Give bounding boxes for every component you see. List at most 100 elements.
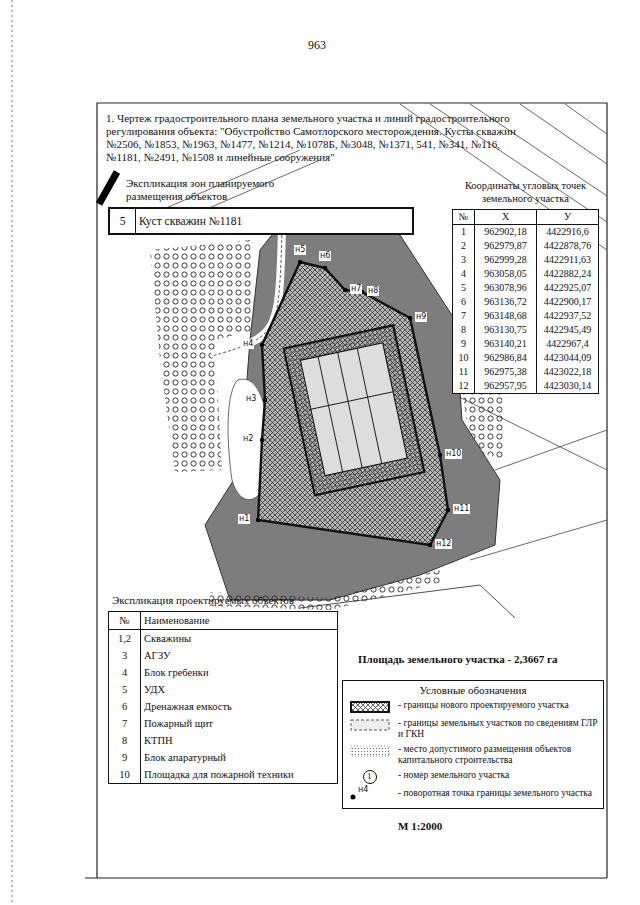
legend-row: - границы земельных участков по сведения… (348, 718, 598, 740)
table-cell: УДХ (141, 681, 337, 698)
well-pad (284, 325, 425, 495)
pointer-line (300, 585, 480, 608)
table-cell: 4423030,14 (537, 379, 598, 393)
table-cell: № (109, 612, 141, 630)
table-cell: 5 (109, 681, 141, 698)
table-cell: 4422878,76 (537, 239, 598, 253)
table-cell: 962979,87 (475, 239, 537, 253)
road-line (565, 104, 607, 134)
table-cell: 4422967,4 (537, 337, 598, 351)
table-cell: 4422937,52 (537, 309, 598, 323)
table-cell: 1 (453, 225, 475, 239)
legend-sample: 1 (348, 770, 394, 784)
table-cell: Блок гребенки (141, 664, 337, 681)
turn-point (438, 453, 442, 457)
legend-row: - место допустимого размещения объектов … (348, 744, 598, 766)
coordinates-table: Координаты угловых точек земельного учас… (452, 180, 599, 394)
land-plot-hatch (258, 262, 448, 545)
sheet-frame (97, 103, 607, 878)
scale-note: М 1:2000 (398, 820, 442, 833)
legend-sample (348, 744, 394, 758)
turn-point (428, 543, 432, 547)
dotted-sample (351, 746, 389, 756)
legend-sample-svg (348, 788, 394, 802)
table-cell: 1,2 (109, 630, 141, 647)
turn-point-number: н11 (453, 504, 470, 514)
turn-point-sample: н4 (358, 785, 368, 795)
table-cell: Пожарный щит (141, 715, 337, 732)
table-cell: У (537, 210, 598, 225)
legend-text: - границы земельных участков по сведения… (398, 718, 598, 740)
turn-point (260, 343, 264, 347)
legend-text: - номер земельного участка (398, 770, 598, 781)
table-cell: 3 (109, 647, 141, 664)
turn-point (263, 398, 267, 402)
objects-heading: Экспликация проектируемых объектов (108, 594, 338, 607)
turn-point-number: н2 (242, 434, 254, 444)
corner-bar (99, 172, 117, 204)
table-cell: 4423022,18 (537, 365, 598, 379)
table-cell: 963148,68 (475, 309, 537, 323)
legend-row: 1 - номер земельного участка (348, 770, 598, 784)
turn-point-number: н3 (245, 394, 257, 404)
table-cell: 5 (453, 281, 475, 295)
pointer-line (480, 585, 515, 618)
table-cell: Блок апаратурный (141, 749, 337, 766)
table-cell: 962986,84 (475, 351, 537, 365)
coordinates-heading: Координаты угловых точек земельного учас… (452, 180, 599, 205)
table-cell: 3 (453, 253, 475, 267)
table-cell: Дренажная емкость (141, 698, 337, 715)
turn-point-number: н1 (238, 514, 250, 524)
table-grid: 5Куст скважин №1181 (108, 207, 414, 235)
table-cell: 10 (453, 351, 475, 365)
area-note: Площадь земельного участка - 2,3667 га (358, 653, 557, 666)
road-line (495, 430, 607, 470)
turn-point-number: н8 (367, 286, 379, 296)
turn-point-number: н12 (435, 539, 452, 549)
legend-text: - место допустимого размещения объектов … (398, 744, 598, 766)
table-cell: 2 (453, 239, 475, 253)
table-cell: 6 (109, 698, 141, 715)
table-cell: 10 (109, 766, 141, 783)
legend-text: - поворотная точка границы земельного уч… (398, 788, 598, 799)
legend-sample-svg (348, 718, 394, 732)
table-cell: X (475, 210, 537, 225)
table-cell: 963140,21 (475, 337, 537, 351)
table-cell: АГЗУ (141, 647, 337, 664)
legend-sample: н4 (348, 788, 394, 802)
zone-table: Экспликация зон планируемого размещения … (108, 177, 414, 235)
pad-inner (300, 343, 407, 476)
table-cell: 4 (453, 267, 475, 281)
table-cell: 12 (453, 379, 475, 393)
turn-point-number: н10 (445, 449, 462, 459)
table-cell: 962902,18 (475, 225, 537, 239)
legend-sample-svg (348, 700, 394, 714)
table-cell: 4422900,17 (537, 295, 598, 309)
turn-point-number: н6 (319, 251, 331, 261)
table-grid: №XУ1962902,184422916,62962979,874422878,… (452, 209, 599, 394)
zone-heading: Экспликация зон планируемого размещения … (108, 177, 308, 203)
hatched-sample (351, 702, 389, 712)
table-cell: КТПН (141, 732, 337, 749)
table-cell: 7 (453, 309, 475, 323)
table-cell: 8 (453, 323, 475, 337)
zone-name: Куст скважин №1181 (136, 209, 412, 233)
table-cell: 8 (109, 732, 141, 749)
table-cell: 962957,95 (475, 379, 537, 393)
legend-row: - границы нового проектируемого участка (348, 700, 598, 714)
plan-title: 1. Чертеж градостроительного плана земел… (106, 112, 521, 164)
table-cell: 9 (109, 749, 141, 766)
table-cell: 4 (109, 664, 141, 681)
legend-sample (348, 718, 394, 732)
table-cell: Площадка для пожарной техники (141, 766, 337, 783)
zone-number: 5 (110, 209, 136, 233)
page-number: 963 (308, 38, 326, 52)
turn-point (260, 438, 264, 442)
table-cell: 7 (109, 715, 141, 732)
objects-table: Экспликация проектируемых объектов №Наиме… (108, 594, 338, 784)
turn-point-number: н4 (242, 339, 254, 349)
plot-number-sample: 1 (367, 771, 372, 782)
table-cell: 4422911,63 (537, 253, 598, 267)
table-cell: 4422945,49 (537, 323, 598, 337)
table-grid: №Наименование1,2Скважины3АГЗУ4Блок гребе… (108, 611, 338, 784)
